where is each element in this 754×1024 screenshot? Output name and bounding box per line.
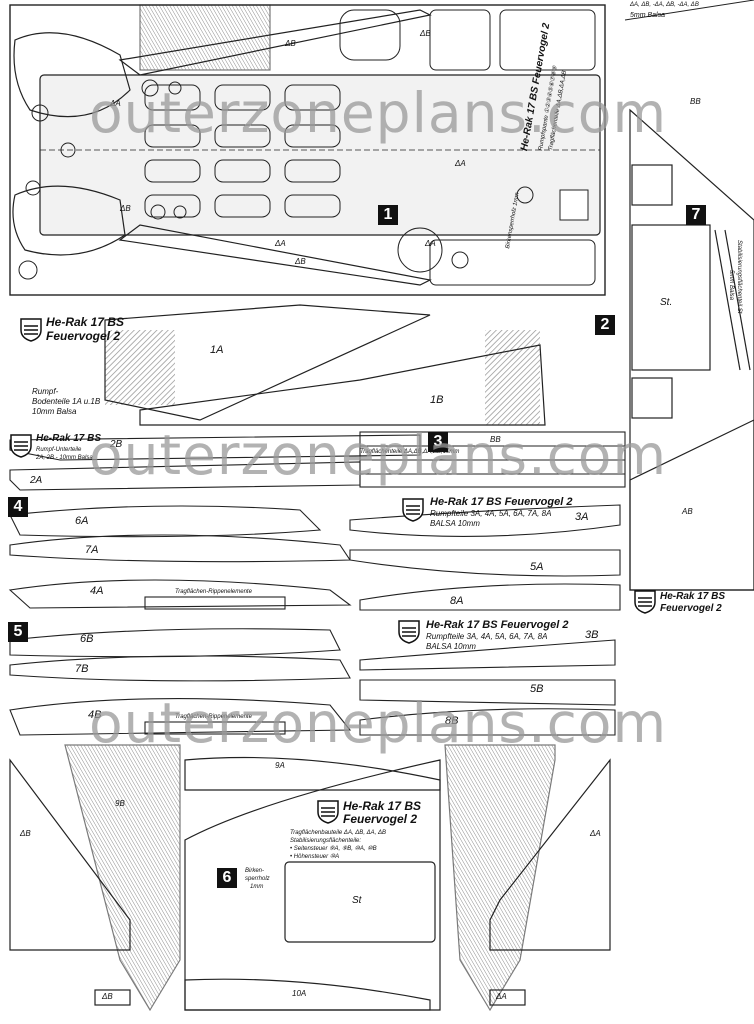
part-label: ΔA bbox=[455, 159, 466, 168]
part-label: ΔB bbox=[420, 29, 431, 38]
part-5b: 5B bbox=[530, 683, 544, 695]
sheet7-bb: BB bbox=[690, 97, 701, 106]
held-logo-1 bbox=[559, 189, 589, 221]
sheet2-parts bbox=[104, 304, 546, 426]
held-logo-7 bbox=[634, 590, 656, 614]
sheet7-title: He-Rak 17 BS bbox=[660, 591, 726, 602]
sheet2-note-1: Rumpf- bbox=[32, 387, 59, 396]
part-label: ΔB bbox=[20, 829, 31, 838]
sheet2-note-3: 10mm Balsa bbox=[32, 407, 77, 416]
sheet3-bb: BB bbox=[490, 435, 501, 444]
part-9a: 9A bbox=[275, 761, 285, 770]
corner-line bbox=[624, 0, 754, 21]
sheet3-ribs: Tragflächenteile ΔA,ΔB,ΔA,ΔB,10mm bbox=[360, 449, 460, 455]
sheet7-st: St. bbox=[660, 297, 673, 308]
part-label: ΔA bbox=[275, 239, 286, 248]
sheet7-parts bbox=[629, 108, 754, 591]
sheet4-ribs: Tragflächen-Rippenelemente bbox=[175, 589, 252, 595]
part-label: ΔB bbox=[295, 257, 306, 266]
sheet-number-3: 3 bbox=[428, 432, 448, 452]
sheet5-line-2: BALSA 10mm bbox=[426, 642, 476, 651]
sheet4-title: He-Rak 17 BS Feuervogel 2 bbox=[430, 496, 573, 508]
sheet7-side-1: Stabilisierungsflächenteil St bbox=[736, 240, 742, 314]
watermark-top: outerzoneplans.com bbox=[88, 81, 668, 145]
sheet3-line-2: 2A, 2B - 10mm Balsa bbox=[36, 455, 93, 461]
sheet5-parts bbox=[9, 628, 616, 736]
sheet-number-5: 5 bbox=[8, 622, 28, 642]
sheet7-side-2: 5mm Balsa bbox=[728, 270, 734, 301]
sheet6-plywood-3: 1mm bbox=[250, 884, 264, 890]
sheet2-note-2: Bodenteile 1A u.1B bbox=[32, 397, 101, 406]
held-logo-5 bbox=[398, 620, 420, 644]
part-3a: 3A bbox=[575, 511, 589, 523]
part-label: ΔA bbox=[590, 829, 601, 838]
sheet3-title: He-Rak 17 BS bbox=[36, 433, 102, 444]
part-7a: 7A bbox=[85, 544, 99, 556]
part-6b: 6B bbox=[80, 633, 94, 645]
part-8a: 8A bbox=[450, 595, 464, 607]
part-9b: 9B bbox=[115, 799, 125, 808]
part-1a: 1A bbox=[210, 344, 224, 356]
part-7b: 7B bbox=[75, 663, 89, 675]
sheet5-ribs: Tragflächen-Rippenelemente bbox=[175, 714, 252, 720]
sheet-number-4: 4 bbox=[8, 497, 28, 517]
part-label: ΔB bbox=[285, 39, 296, 48]
sheet6-plywood-2: sperrholz bbox=[245, 876, 270, 882]
held-logo-2 bbox=[20, 318, 42, 342]
corner-text-1: ΔA, ΔB, -ΔA, ΔB, -ΔA, ΔB bbox=[630, 2, 699, 8]
sheet6-subtitle: Feuervogel 2 bbox=[343, 812, 418, 826]
sheet1-parts bbox=[9, 4, 606, 296]
part-label: ΔB bbox=[120, 204, 131, 213]
sheet6-line-2: Stabilisierungsflächenteile: bbox=[290, 838, 362, 844]
sheet6-line-3: • Seitensteuer ⑨A, ⑨B, ⑩A, ⑩B bbox=[290, 846, 377, 852]
sheet5-title: He-Rak 17 BS Feuervogel 2 bbox=[426, 619, 569, 631]
sheet-number-7: 7 bbox=[686, 205, 706, 225]
sheet5-line-1: Rumpfteile 3A, 4A, 5A, 6A, 7A, 8A bbox=[426, 632, 548, 641]
sheet6-line-4: • Höhensteuer ⑩A bbox=[290, 854, 340, 860]
part-label: ΔA bbox=[425, 239, 436, 248]
part-label: ΔA bbox=[110, 99, 121, 108]
sheet3-parts bbox=[9, 431, 626, 491]
part-2b: 2B bbox=[110, 439, 123, 450]
sheet6-plywood-1: Birken- bbox=[245, 868, 265, 874]
watermark-bottom: outerzoneplans.com bbox=[88, 691, 668, 755]
sheet2-title: He-Rak 17 BS bbox=[46, 315, 125, 329]
sheet4-parts bbox=[8, 504, 621, 611]
part-3b: 3B bbox=[585, 629, 599, 641]
sheet6-title: He-Rak 17 BS bbox=[343, 799, 422, 813]
sheet6-st: St bbox=[352, 895, 362, 906]
part-5a: 5A bbox=[530, 561, 544, 573]
sheet4-line-2: BALSA 10mm bbox=[430, 519, 480, 528]
watermark-middle: outerzoneplans.com bbox=[88, 423, 668, 487]
part-10a: 10A bbox=[292, 989, 307, 998]
held-logo-6 bbox=[317, 800, 339, 824]
part-6a: 6A bbox=[75, 515, 89, 527]
sheet-number-2: 2 bbox=[595, 315, 615, 335]
sheet6-line-1: Tragflächenbauteile ΔA, ΔB, ΔA, ΔB bbox=[290, 830, 387, 836]
sheet7-subtitle: Feuervogel 2 bbox=[660, 603, 722, 614]
part-8b: 8B bbox=[445, 715, 459, 727]
held-logo-4 bbox=[402, 498, 424, 522]
sheet7-ab: AB bbox=[682, 507, 693, 516]
sheet-number-1: 1 bbox=[378, 205, 398, 225]
corner-text-2: 5mm Balsa bbox=[630, 12, 666, 19]
sheet6-parts bbox=[9, 744, 611, 1012]
part-2a: 2A bbox=[30, 475, 43, 486]
part-label: ΔA bbox=[496, 992, 507, 1001]
part-4a: 4A bbox=[90, 585, 104, 597]
sheet2-subtitle: Feuervogel 2 bbox=[46, 329, 121, 343]
sheet-number-6: 6 bbox=[217, 868, 237, 888]
part-label: ΔB bbox=[102, 992, 113, 1001]
part-4b: 4B bbox=[88, 709, 102, 721]
sheet3-line-1: Rumpf-Unterteile bbox=[36, 447, 82, 453]
part-1b: 1B bbox=[430, 394, 444, 406]
sheet4-line-1: Rumpfteile 3A, 4A, 5A, 6A, 7A, 8A bbox=[430, 509, 552, 518]
held-logo-3 bbox=[10, 434, 32, 458]
